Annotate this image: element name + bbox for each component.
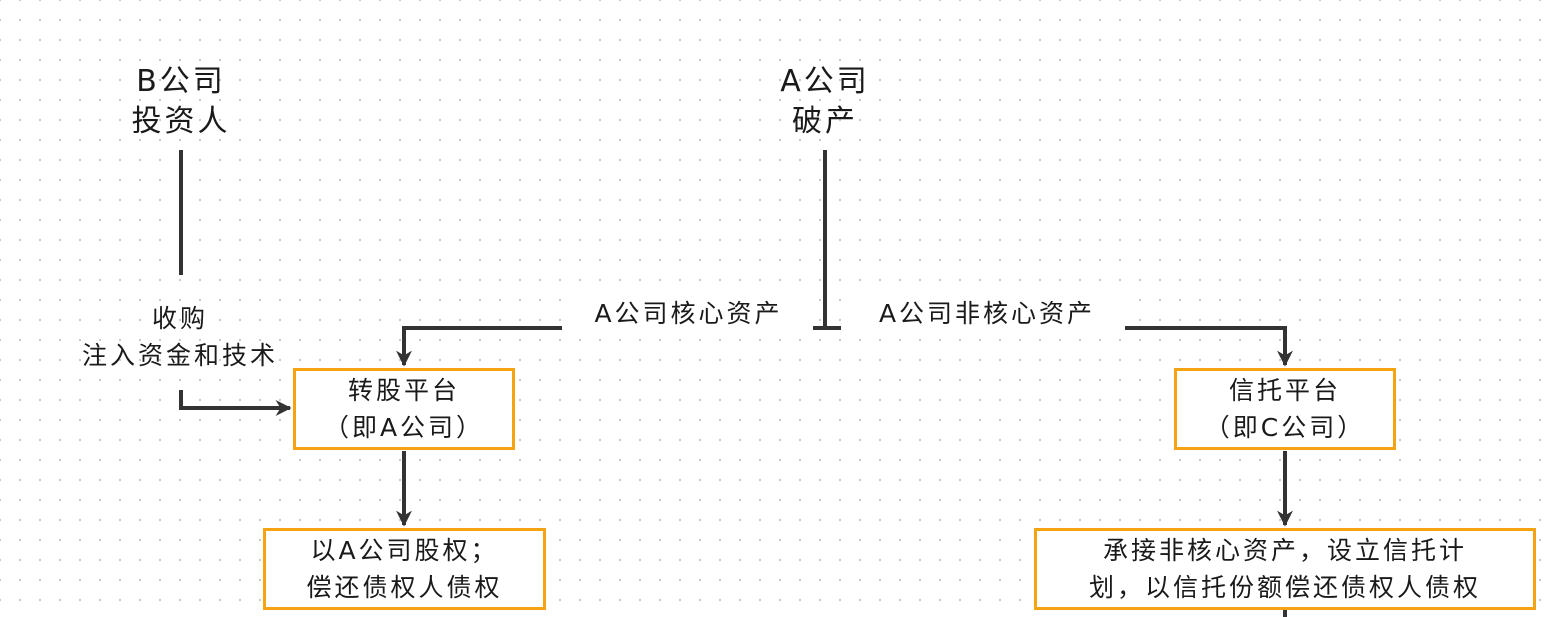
noncore-assets-arrow (1125, 326, 1293, 367)
trust-platform-box: 信托平台 （即C公司） (1174, 368, 1396, 450)
transfer-platform-title: 转股平台 (347, 376, 460, 405)
core-assets-label: A公司核心资产 (570, 295, 807, 332)
transfer-platform-box: 转股平台 （即A公司） (293, 368, 515, 450)
trust-repay-line2: 划，以信托份额偿还债权人债权 (1088, 573, 1481, 602)
trust-repay-line1: 承接非核心资产，设立信托计 (1102, 536, 1467, 565)
b-company-role: 投资人 (131, 104, 231, 139)
a-company-label: A公司 (780, 64, 870, 99)
noncore-assets-label: A公司非核心资产 (852, 295, 1122, 332)
acquire-edge-label: 收购 注入资金和技术 (50, 300, 310, 374)
a-company-status: 破产 (792, 104, 858, 139)
transfer-platform-note: （即A公司） (323, 413, 485, 442)
a-company-node: A公司 破产 (745, 62, 905, 142)
equity-repay-box: 以A公司股权； 偿还债权人债权 (263, 528, 546, 610)
acquire-arrow (179, 390, 292, 416)
equity-repay-line2: 偿还债权人债权 (306, 573, 503, 602)
acquire-label: 收购 (151, 304, 208, 333)
trust-platform-note: （即C公司） (1204, 413, 1366, 442)
b-company-node: B公司 投资人 (101, 62, 261, 142)
equity-repay-line1: 以A公司股权； (310, 536, 499, 565)
b-company-label: B公司 (136, 64, 226, 99)
inject-label: 注入资金和技术 (81, 341, 278, 370)
trust-platform-title: 信托平台 (1228, 376, 1341, 405)
core-assets-arrow (396, 326, 562, 367)
trust-repay-box: 承接非核心资产，设立信托计 划，以信托份额偿还债权人债权 (1034, 528, 1536, 610)
